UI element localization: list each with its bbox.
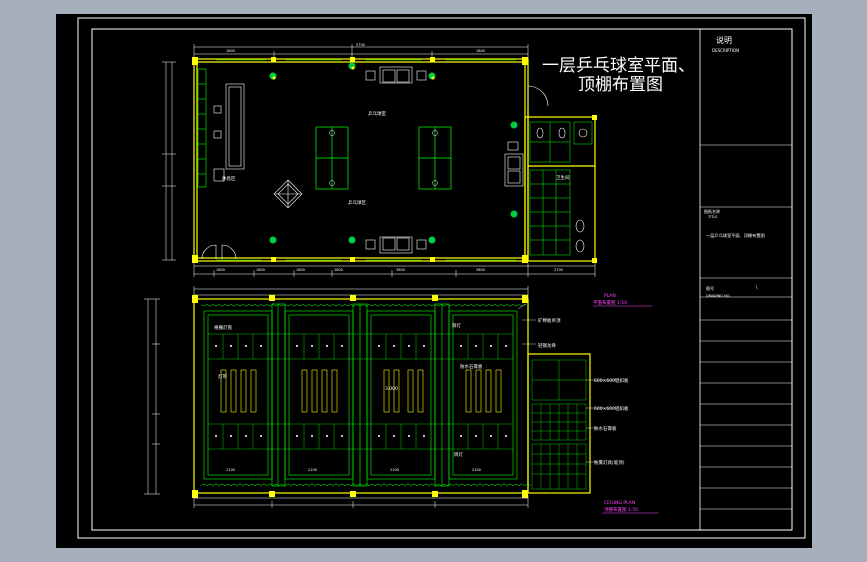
drawing-number-label: 图号: [706, 285, 714, 291]
ceiling-label-light: 格栅灯盘: [214, 324, 232, 331]
ceiling-label-line: 灯带: [218, 373, 227, 380]
ceiling-dim-bottom-3: 2100: [472, 468, 481, 472]
plan-caption-en: PLAN: [604, 293, 616, 299]
ceiling-label-height: 3.000: [385, 386, 398, 392]
compass-medallion: [273, 179, 303, 209]
plan-dim-top-0: 1800: [226, 49, 235, 53]
ceiling-dim-bottom-2: 2100: [390, 468, 399, 472]
drawing-canvas: 说明 DESCRIPTION 图纸名称 TITLE 一层乒乓球室平面、顶棚布置图…: [77, 17, 806, 539]
plan-dim-top-2: 1800: [476, 49, 485, 53]
plan-dim-bottom-6: 2700: [554, 268, 563, 272]
plan-room-label: 乒乓球室: [368, 110, 386, 117]
plan-dim-bottom-4: 3600: [396, 268, 405, 272]
ceiling-dim-bottom-1: 2100: [308, 468, 317, 472]
ceiling-label-panel-2: 600×600铝扣板: [594, 405, 629, 412]
title-label: 图纸名称: [704, 208, 720, 214]
title-block: 说明 DESCRIPTION 图纸名称 TITLE 一层乒乓球室平面、顶棚布置图…: [699, 29, 792, 530]
main-title-line2: 顶棚布置图: [578, 75, 663, 95]
floor-plan: 1800 5700 1800: [162, 43, 652, 307]
ceiling-caption-en: CEILING PLAN: [604, 500, 635, 506]
plan-toilet-label: 卫生间: [556, 174, 570, 181]
ceiling-label-vent-2: 防水石膏板: [594, 425, 617, 432]
title-label-en: TITLE: [707, 215, 717, 219]
note-heading: 说明: [716, 35, 732, 45]
plan-dim-bottom-0: 1800: [216, 268, 225, 272]
main-title-line1: 一层乒乓球室平面、: [542, 56, 695, 76]
drawing-number-value: \: [756, 285, 758, 291]
ceiling-caption-cn: 顶棚布置图 1:50: [604, 506, 638, 513]
plan-dim-bottom-5: 3600: [476, 268, 485, 272]
plan-table-zone-label: 乒乓球区: [348, 199, 366, 206]
drawing-number-label-en: DRAWING NO.: [706, 294, 730, 298]
plan-caption-cn: 平面布置图 1:50: [593, 299, 627, 306]
ceiling-label-toilet: 防雾灯具(吸顶): [594, 459, 625, 466]
cad-viewport[interactable]: 说明 DESCRIPTION 图纸名称 TITLE 一层乒乓球室平面、顶棚布置图…: [56, 14, 812, 548]
plant-icons: [269, 62, 518, 244]
plan-dim-bottom-2: 1800: [296, 268, 305, 272]
ceiling-label-vent: 防水石膏板: [460, 363, 483, 370]
ceiling-label-spot: 筒灯: [452, 322, 461, 329]
ceiling-label-spot-2: 筒灯: [454, 451, 463, 458]
plan-dim-bottom-1: 1800: [256, 268, 265, 272]
title-value: 一层乒乓球室平面、顶棚布置图: [706, 232, 765, 239]
ceiling-label-grid: 轻钢龙骨: [538, 342, 556, 349]
plan-rest-label: 休息区: [222, 175, 236, 182]
ceiling-plan: 格栅灯盘 矿棉板吊顶 筒灯 轻钢龙骨 灯带 防水石膏板 3.000 600×60…: [144, 286, 659, 514]
ceiling-dim-bottom-0: 2100: [226, 468, 235, 472]
note-heading-en: DESCRIPTION: [712, 48, 739, 53]
ceiling-label-board: 矿棉板吊顶: [538, 317, 561, 324]
plan-dim-top-1: 5700: [356, 43, 365, 47]
plan-dim-bottom-3: 1800: [334, 268, 343, 272]
ceiling-label-panel-1: 600×600铝扣板: [594, 377, 629, 384]
outer-frame: [77, 17, 806, 539]
inner-frame: [91, 28, 793, 531]
